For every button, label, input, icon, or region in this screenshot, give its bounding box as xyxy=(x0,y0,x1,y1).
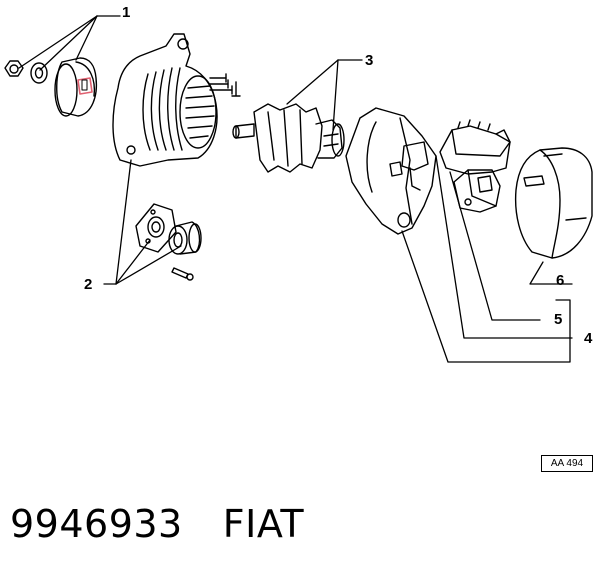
rear-cover-icon xyxy=(514,147,593,259)
washer-icon xyxy=(30,62,48,84)
bearing-plate-icon xyxy=(135,203,177,253)
brand-name: FIAT xyxy=(222,502,305,546)
screw-icon xyxy=(171,267,194,281)
callout-6: 6 xyxy=(556,272,564,289)
reference-code-box: AA 494 xyxy=(541,455,593,472)
callout-2: 2 xyxy=(84,276,92,293)
voltage-regulator-icon xyxy=(439,119,511,175)
drive-end-housing-icon xyxy=(112,33,241,167)
rotor-icon xyxy=(232,103,345,173)
rectifier-icon xyxy=(453,169,501,213)
callout-labels: 1 2 3 4 5 6 xyxy=(84,4,593,347)
nut-icon xyxy=(4,60,24,77)
ball-bearing-icon xyxy=(168,221,202,255)
part-caption: 9946933 FIAT xyxy=(10,496,304,552)
part-number: 9946933 xyxy=(10,502,183,546)
slip-ring-end-housing-icon xyxy=(345,107,437,235)
callout-1: 1 xyxy=(122,4,130,21)
exploded-alternator-diagram: 1 2 3 4 5 6 xyxy=(4,4,593,363)
callout-5: 5 xyxy=(554,311,562,328)
callout-3: 3 xyxy=(365,52,373,69)
leader-lines xyxy=(18,15,573,363)
pulley-icon xyxy=(54,57,98,117)
callout-4: 4 xyxy=(584,330,593,347)
